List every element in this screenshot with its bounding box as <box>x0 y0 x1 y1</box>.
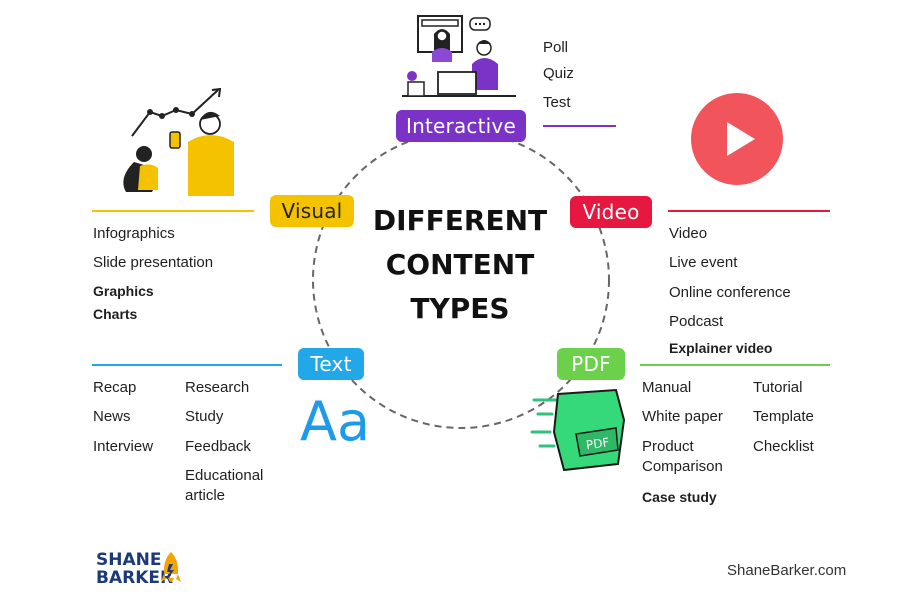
video-divider <box>668 210 830 212</box>
text-item-news: News <box>93 408 131 425</box>
video-item-online-conference: Online conference <box>669 284 791 301</box>
rocket-logo-icon <box>161 552 181 582</box>
video-label: Video <box>570 196 652 228</box>
center-title-line3: TYPES <box>410 292 510 325</box>
pdf-icon-badge-text: PDF <box>585 435 610 452</box>
video-item-explainer-video: Explainer video <box>669 340 773 356</box>
pdf-item-template: Template <box>753 408 814 425</box>
pdf-item-checklist: Checklist <box>753 438 814 455</box>
text-item-feedback: Feedback <box>185 438 251 455</box>
pdf-document-icon: PDF <box>530 388 626 472</box>
interactive-item-quiz: Quiz <box>543 65 574 82</box>
video-item-video: Video <box>669 225 708 242</box>
pdf-item-white-paper: White paper <box>642 408 723 425</box>
center-title-line2: CONTENT <box>385 248 535 281</box>
pdf-label-text: PDF <box>571 352 611 376</box>
text-item-educational: Educational <box>185 467 264 484</box>
text-item-recap: Recap <box>93 379 137 396</box>
text-item-study: Study <box>185 408 224 425</box>
visual-item-charts: Charts <box>93 306 138 322</box>
visual-item-slide-presentation: Slide presentation <box>93 254 214 271</box>
pdf-label: PDF <box>557 348 625 380</box>
video-item-live-event: Live event <box>669 254 738 271</box>
brand-logo-line1: SHANE <box>96 550 162 570</box>
text-divider <box>92 364 282 366</box>
people-laptop-illustration <box>402 15 516 97</box>
visual-item-graphics: Graphics <box>93 283 154 299</box>
text-label-text: Text <box>310 352 352 376</box>
visual-label: Visual <box>270 195 354 227</box>
pdf-item-comparison: Comparison <box>642 458 723 475</box>
website-url[interactable]: ShaneBarker.com <box>727 562 847 579</box>
visual-divider <box>92 210 254 212</box>
visual-label-text: Visual <box>281 199 343 223</box>
pdf-item-case-study: Case study <box>642 489 717 505</box>
interactive-label: Interactive <box>396 110 526 142</box>
video-item-podcast: Podcast <box>669 313 724 330</box>
pdf-item-product: Product <box>642 438 694 455</box>
pdf-item-tutorial: Tutorial <box>753 379 803 396</box>
visual-item-infographics: Infographics <box>93 225 175 242</box>
pdf-divider <box>640 364 830 366</box>
interactive-label-text: Interactive <box>406 114 516 138</box>
interactive-item-poll: Poll <box>543 39 569 56</box>
text-item-research: Research <box>185 379 250 396</box>
play-button-icon <box>691 93 783 185</box>
text-item-interview: Interview <box>93 438 154 455</box>
chart-presentation-illustration <box>123 87 234 196</box>
text-item-article: article <box>185 487 226 504</box>
interactive-divider <box>543 125 616 127</box>
text-label: Text <box>298 348 364 380</box>
video-label-text: Video <box>582 200 640 224</box>
interactive-item-test: Test <box>543 94 571 111</box>
pdf-item-manual: Manual <box>642 379 692 396</box>
brand-logo-line2: BARKER <box>96 568 174 588</box>
typography-aa-icon: Aa <box>300 390 371 453</box>
center-title-line1: DIFFERENT <box>372 204 548 237</box>
